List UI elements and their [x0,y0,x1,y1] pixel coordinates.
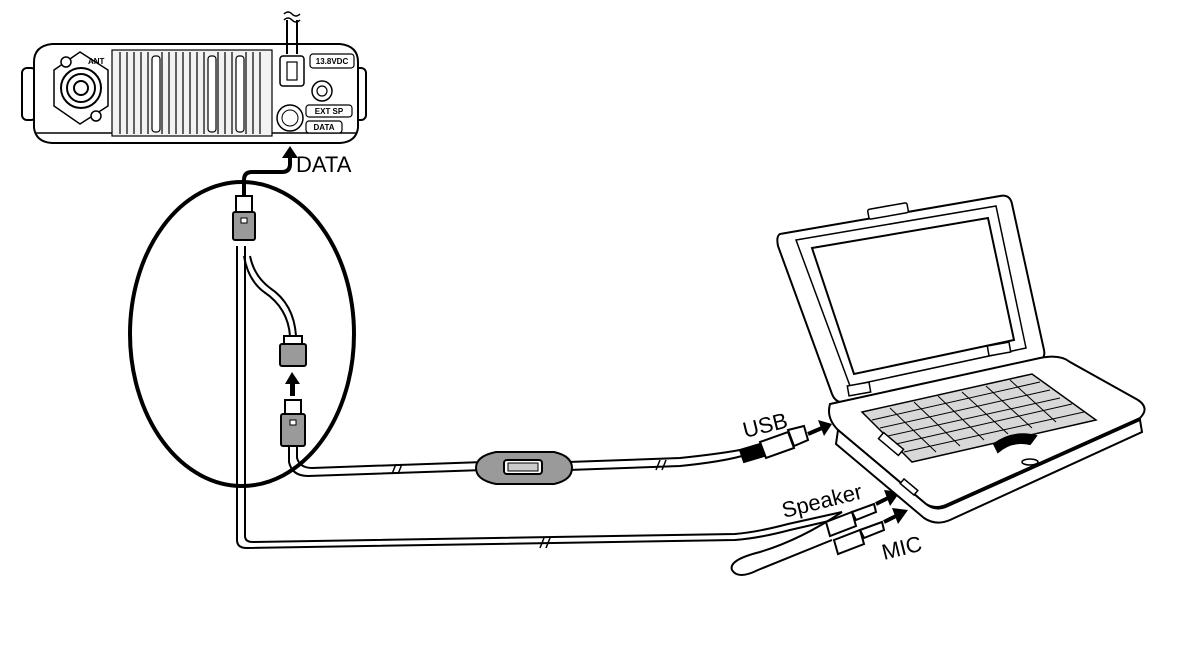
heatsink-fins [111,49,273,137]
dc-port-label: 13.8VDC [316,57,349,66]
keyboard-keys [871,379,1085,453]
mic-plug [832,520,886,556]
speaker-plug [824,502,878,538]
usb-arrow [807,420,832,436]
usb-interface-box [474,451,574,485]
radio-rear-panel: ANT 13.8VDC EXT SP [21,43,367,144]
data-port-label: DATA [313,123,334,132]
mate-arrow [285,372,300,396]
data-plug-top [232,195,256,241]
antenna-connector [60,56,102,122]
data-cable-harness [236,246,843,576]
laptop-screen [810,216,1016,376]
dc-power-cable [283,11,301,54]
laptop [776,194,1146,524]
mic-label: MIC [879,531,924,565]
data-label: DATA [296,152,352,177]
ant-port-label: ANT [88,57,105,66]
mic-arrow [883,508,908,524]
data-connection-arrow [242,146,298,196]
ext-sp-port-label: EXT SP [315,107,344,116]
cable-detail-ellipse [128,180,356,488]
usb-plug [738,424,810,464]
cable-break-marks [391,459,667,549]
male-plug-lower [280,399,306,447]
female-connector [279,335,307,367]
